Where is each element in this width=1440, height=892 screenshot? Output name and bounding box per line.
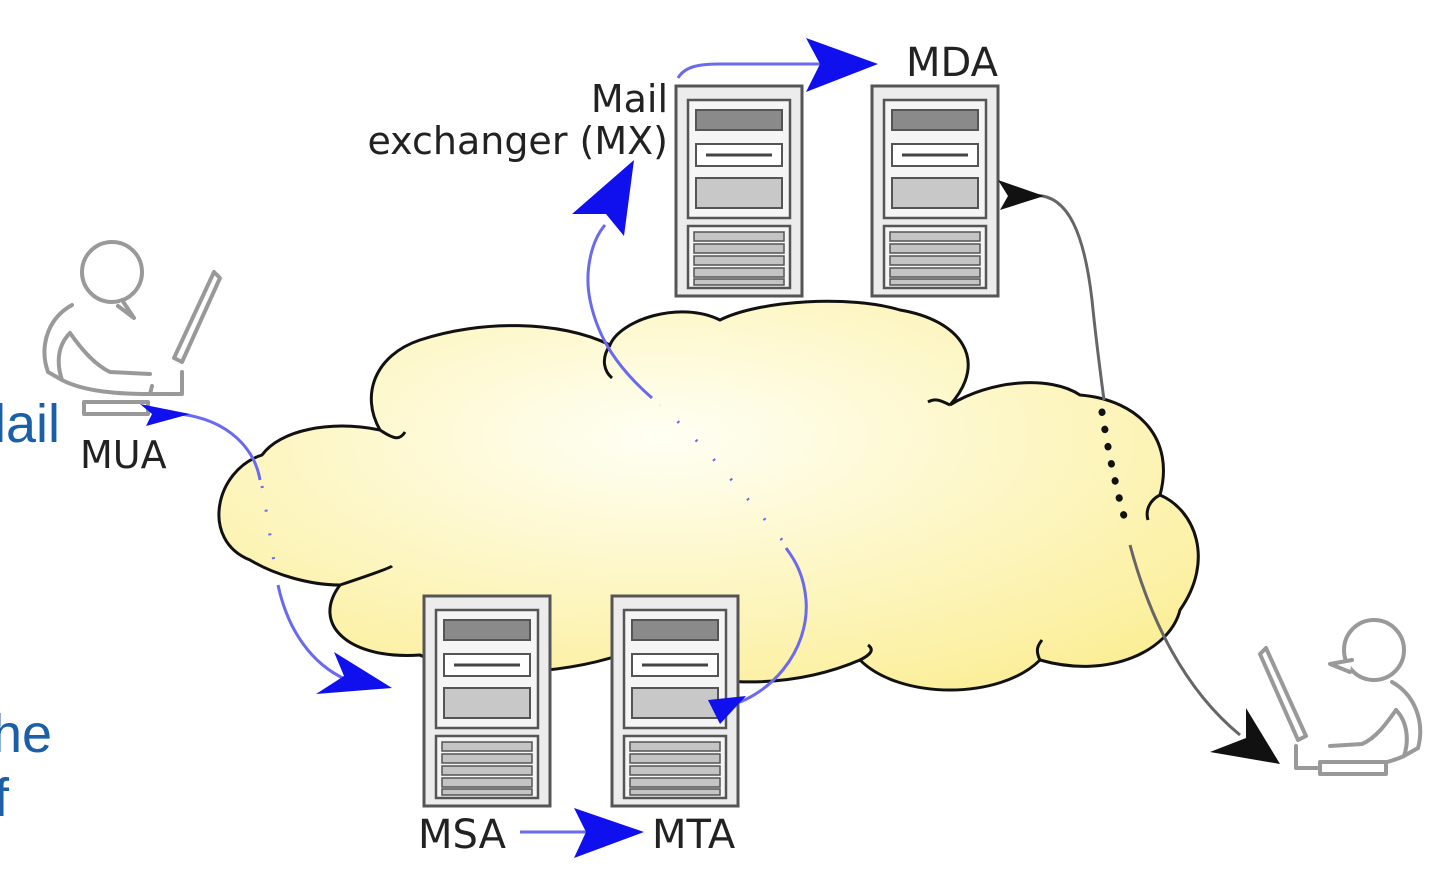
msa-arrow-head [316, 652, 392, 694]
msa-to-mta-arrow-head [574, 808, 644, 858]
cloud-inner-contour [339, 344, 1161, 662]
mx-to-mda-arrow-head [806, 38, 878, 92]
side-text-line3: f [0, 768, 10, 828]
mx-arrow-head [572, 160, 634, 236]
internet-cloud [217, 299, 1200, 692]
sender-person-icon [42, 240, 222, 416]
mta-to-mx-path-lower [717, 547, 808, 710]
mda-to-recipient-path-lower [1128, 544, 1241, 737]
mua-to-msa-path-lower [276, 584, 353, 684]
mua-to-msa-path [179, 412, 262, 481]
recipient-arrow-head [1210, 708, 1280, 764]
mx-to-mda-path [676, 62, 820, 79]
mx-server-icon [674, 84, 804, 298]
msa-server-icon [422, 594, 552, 808]
mta-to-mx-arrow-in [708, 696, 746, 724]
side-text-line2: he [0, 704, 52, 764]
mda-server-icon [870, 84, 1000, 298]
recipient-person-icon [1258, 618, 1423, 776]
mda-to-recipient-path-upper [1029, 194, 1106, 401]
mda-arrow-in [998, 180, 1044, 210]
msa-label: MSA [418, 812, 507, 858]
mua-arrow-head [140, 404, 190, 426]
mda-to-recipient-dotted [1098, 408, 1132, 534]
side-text-line1: lail [0, 394, 60, 454]
mx-label-line2: exchanger (MX) [367, 119, 668, 163]
mda-label: MDA [906, 40, 999, 86]
mx-label-line1: Mail [591, 77, 668, 121]
mta-to-mx-path-upper [586, 224, 653, 400]
mta-label: MTA [652, 812, 736, 858]
mua-to-msa-dotted [260, 485, 278, 576]
mua-label: MUA [80, 433, 167, 477]
